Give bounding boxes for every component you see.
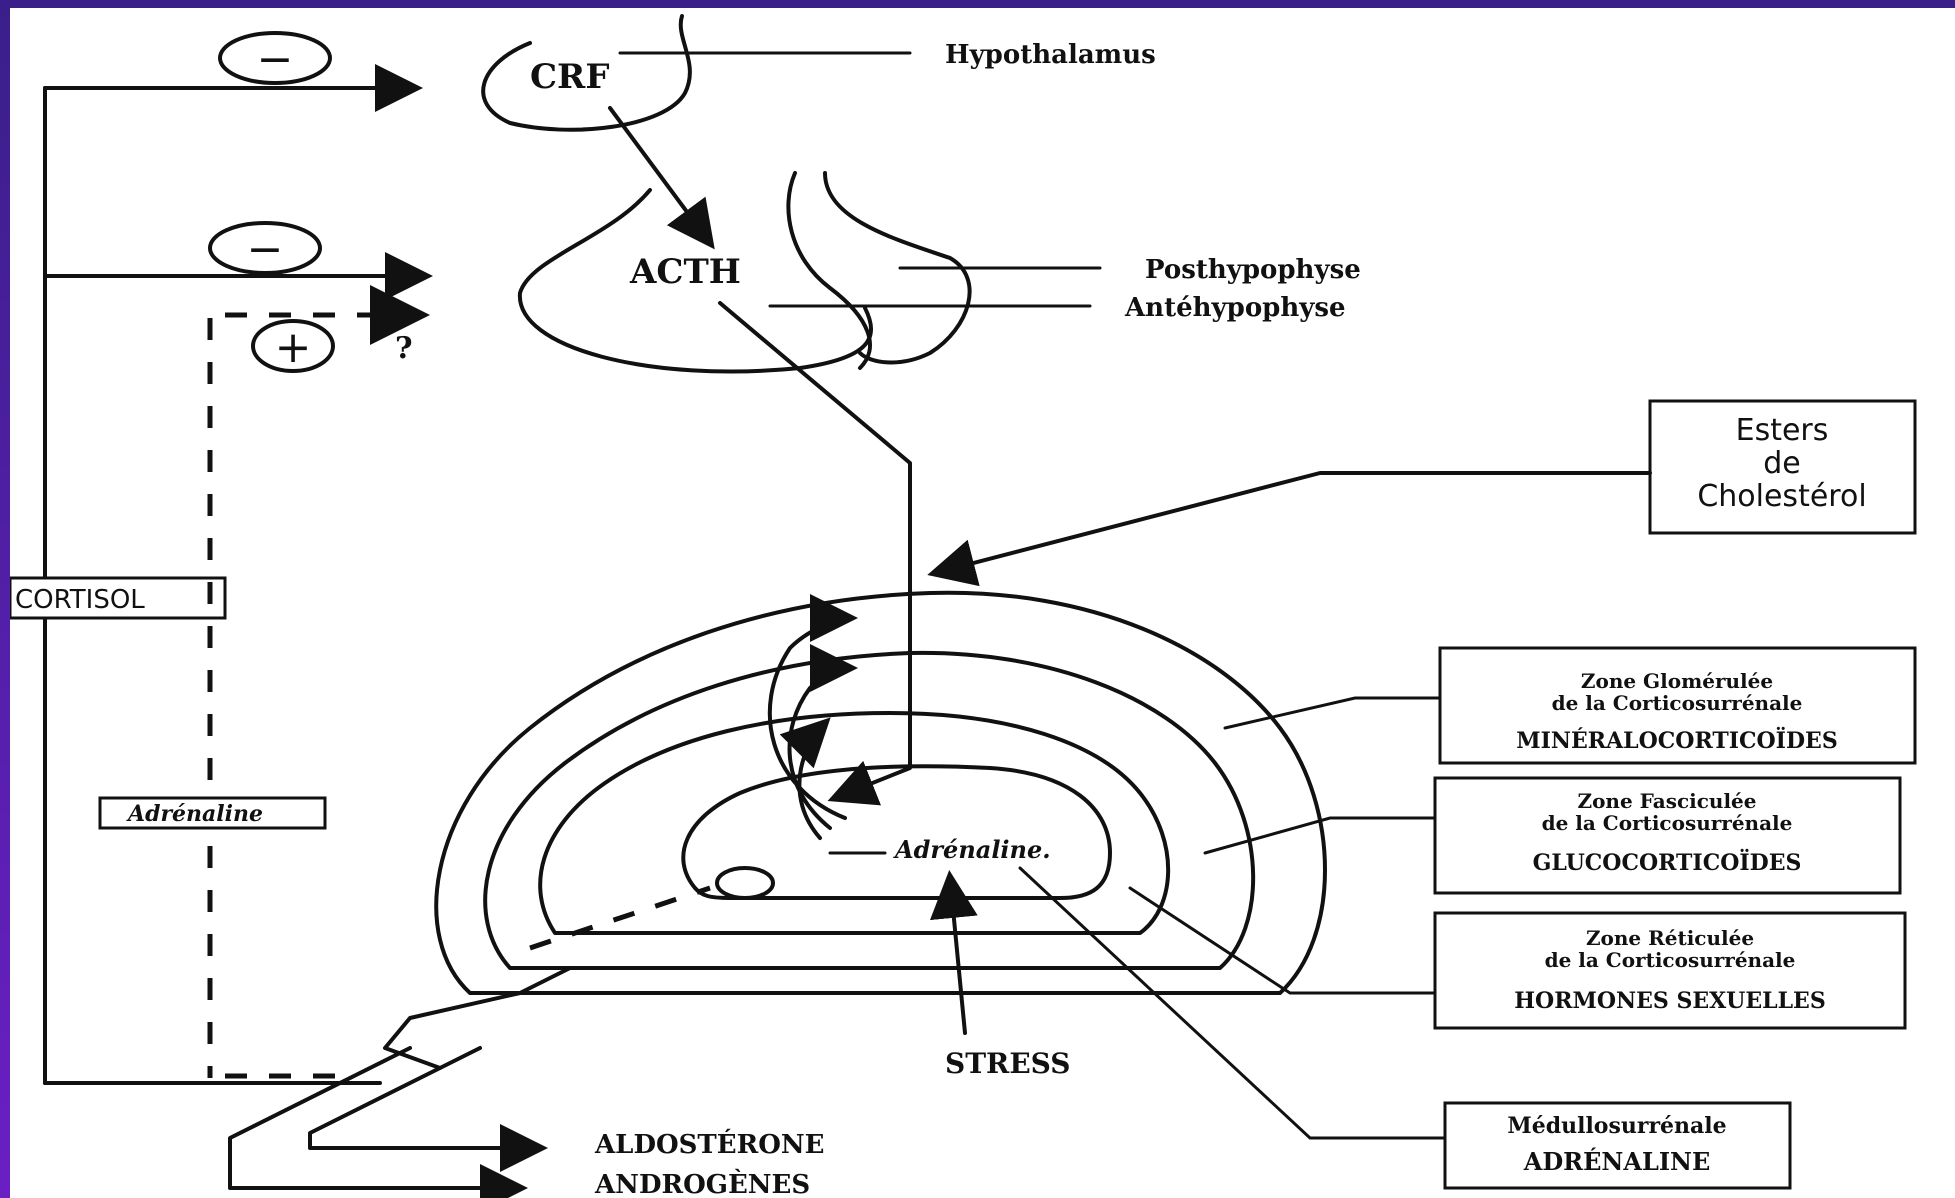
cortisol-label: CORTISOL xyxy=(15,585,145,615)
fasciculee-title-2: de la Corticosurrénale xyxy=(1542,811,1793,835)
aldosterone-label: ALDOSTÉRONE xyxy=(594,1128,824,1160)
medullo-leader xyxy=(1020,868,1450,1138)
crf-to-acth-arrow xyxy=(610,108,710,243)
posthypophyse-shape xyxy=(788,173,969,368)
medulla-outline xyxy=(683,766,1110,898)
crf-label: CRF xyxy=(530,57,609,97)
hpa-axis-diagram: Hypothalamus CRF ACTH Posthypophyse Anté… xyxy=(10,8,1955,1198)
glomerulee-hormone: MINÉRALOCORTICOÏDES xyxy=(1516,726,1837,754)
reticulee-hormone: HORMONES SEXUELLES xyxy=(1514,988,1825,1014)
medullo-title: Médullosurrénale xyxy=(1507,1113,1726,1139)
reticulee-title-1: Zone Réticulée xyxy=(1586,926,1754,950)
esters-line-2: de xyxy=(1763,446,1801,481)
adrenaline-inner-label: Adrénaline. xyxy=(893,835,1051,864)
minus-symbol-1: − xyxy=(257,34,294,85)
diagram-canvas: Hypothalamus CRF ACTH Posthypophyse Anté… xyxy=(10,8,1955,1198)
plus-symbol: + xyxy=(275,322,312,373)
reticulee-title-2: de la Corticosurrénale xyxy=(1545,948,1796,972)
fasciculee-title-1: Zone Fasciculée xyxy=(1577,789,1756,813)
stress-label: STRESS xyxy=(945,1047,1071,1080)
androgenes-path xyxy=(230,1048,520,1188)
acth-label: ACTH xyxy=(629,252,741,292)
antehypophyse-label: Antéhypophyse xyxy=(1124,293,1346,323)
cell-structure xyxy=(717,868,773,898)
zone-fasciculee-outline xyxy=(485,653,1253,968)
minus-symbol-2: − xyxy=(247,224,284,275)
esters-line-3: Cholestérol xyxy=(1697,479,1866,514)
internal-dashed-path xyxy=(530,888,710,948)
reticulee-leader xyxy=(1130,888,1435,993)
adrenaline-box-label: Adrénaline xyxy=(126,801,263,827)
question-mark: ? xyxy=(395,331,413,366)
vein-outline xyxy=(385,968,570,1068)
stress-arrow xyxy=(950,878,965,1033)
acth-pathway xyxy=(720,303,910,798)
glomerulee-title-2: de la Corticosurrénale xyxy=(1552,691,1803,715)
posthypophyse-label: Posthypophyse xyxy=(1145,255,1361,285)
androgenes-label: ANDROGÈNES xyxy=(594,1168,810,1198)
fasciculee-hormone: GLUCOCORTICOÏDES xyxy=(1533,848,1802,876)
slide-frame-top xyxy=(0,0,1955,8)
slide-frame-left xyxy=(0,0,10,1198)
esters-line-1: Esters xyxy=(1736,413,1829,448)
medullo-hormone: ADRÉNALINE xyxy=(1523,1147,1711,1176)
glomerulee-title-1: Zone Glomérulée xyxy=(1581,669,1773,693)
esters-arrow xyxy=(935,473,1650,573)
hypothalamus-label: Hypothalamus xyxy=(945,40,1156,70)
